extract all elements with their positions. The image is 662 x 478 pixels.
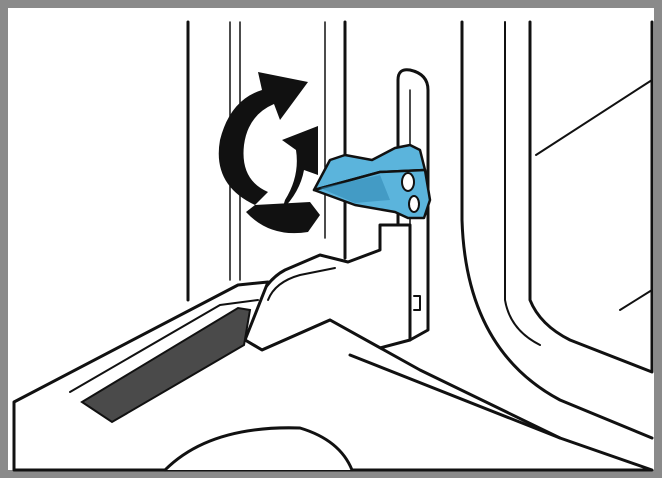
- lever-hole-2: [409, 196, 419, 212]
- lever-hole-1: [402, 173, 414, 191]
- door-window: [530, 22, 652, 372]
